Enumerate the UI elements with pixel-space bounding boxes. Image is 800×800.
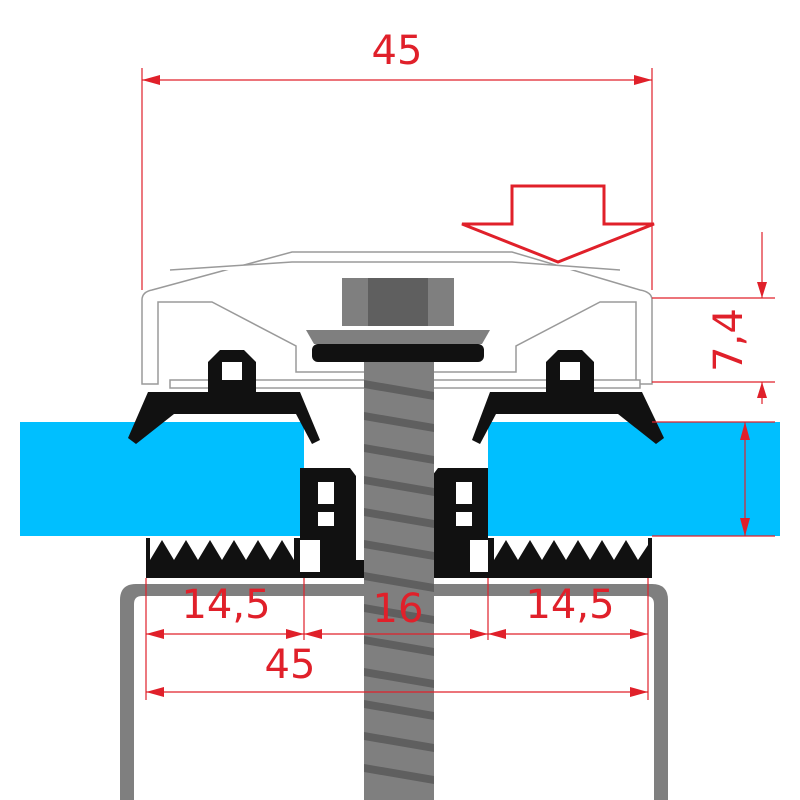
washer [306, 330, 490, 344]
top-rubber-seal-left [128, 350, 320, 444]
thickness-label: 7,4 [706, 308, 752, 372]
screw [306, 278, 490, 800]
cap-width-label: 45 [372, 28, 423, 74]
sealing-washer [312, 344, 484, 362]
top-rubber-seal-right [472, 350, 664, 444]
dimension-cap-width: 45 [141, 28, 653, 290]
bottom-rubber-seal [146, 538, 652, 578]
dimension-base-width: 45 [146, 642, 648, 697]
base-width-label: 45 [265, 642, 316, 688]
arrow-down-icon [461, 184, 655, 264]
left-span-label: 14,5 [181, 582, 270, 628]
dimension-thickness: 7,4 [652, 232, 775, 537]
left-panel [20, 422, 304, 536]
center-span-label: 16 [373, 586, 424, 632]
right-span-label: 14,5 [525, 582, 614, 628]
right-panel [488, 422, 780, 536]
dimension-bottom-spans: 14,5 16 14,5 [145, 578, 649, 700]
